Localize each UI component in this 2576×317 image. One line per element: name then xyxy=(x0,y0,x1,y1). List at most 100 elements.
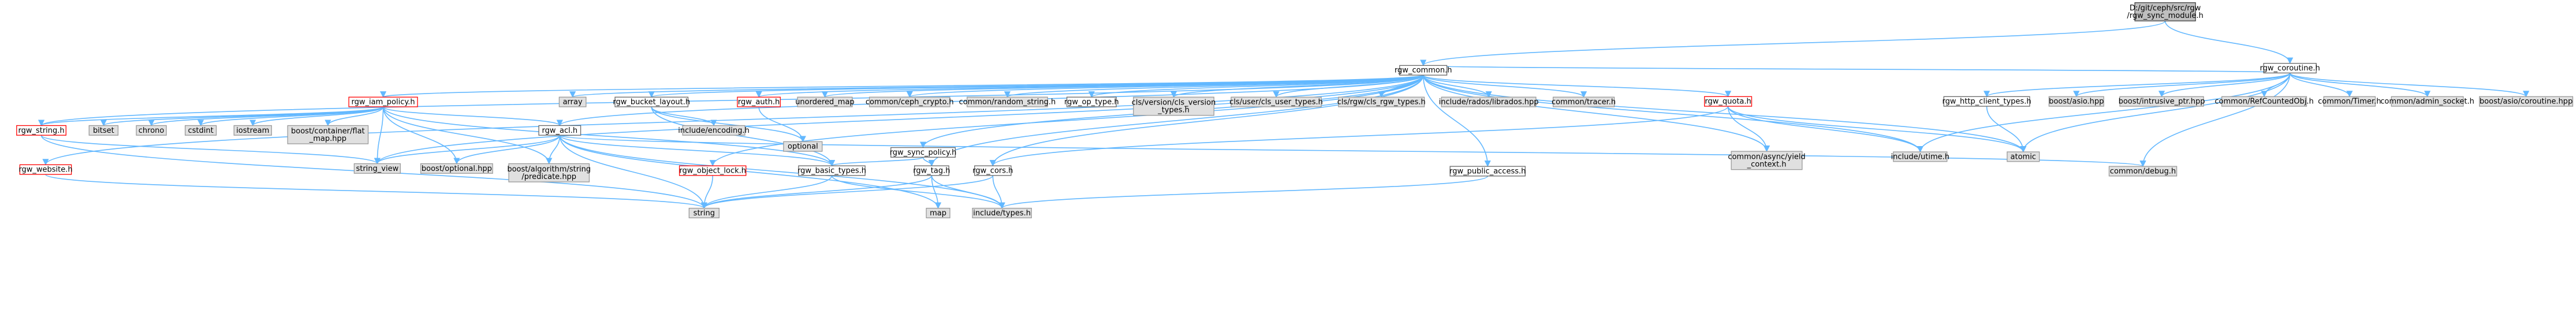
graph-node-http-client-types[interactable]: rgw_http_client_types.h xyxy=(1943,96,2031,107)
node-box xyxy=(1731,151,1803,170)
graph-node-rgw-cors[interactable]: rgw_cors.h xyxy=(972,165,1013,176)
node-label: rgw_string.h xyxy=(18,126,64,135)
node-label: _types.h xyxy=(1157,106,1190,115)
graph-node-cls-version: cls/version/cls_version_types.h xyxy=(1132,96,1216,116)
edge-rgw-common-to-rgw-tag xyxy=(928,75,1424,167)
node-label: array xyxy=(563,98,583,107)
node-label: boost/container/flat xyxy=(291,127,365,136)
node-box xyxy=(420,163,493,174)
graph-node-predicate: boost/algorithm/string/predicate.hpp xyxy=(507,163,591,182)
edge-rgw-coroutine-to-utime xyxy=(1917,73,2291,153)
node-label: string xyxy=(694,209,715,218)
graph-node-ceph-crypto: common/ceph_crypto.h xyxy=(866,96,954,107)
graph-node-cstdint: cstdint xyxy=(184,125,217,136)
node-label: atomic xyxy=(2011,152,2036,161)
node-box xyxy=(2221,96,2307,107)
edge-rgw-public-access-to-include-types xyxy=(998,176,1489,209)
graph-node-rgw-public-access[interactable]: rgw_public_access.h xyxy=(1449,166,1526,177)
edge-rgw-iam-policy-to-predicate xyxy=(382,106,553,165)
graph-node-cls-rgw: cls/rgw/cls_rgw_types.h xyxy=(1337,96,1426,107)
node-box xyxy=(1133,96,1214,116)
edge-rgw-iam-policy-to-rgw-string xyxy=(38,106,384,126)
node-label: boost/asio.hpp xyxy=(2049,98,2104,106)
node-label: cls/user/cls_user_types.h xyxy=(1229,98,1323,107)
edge-rgw-iam-policy-to-cstdint xyxy=(197,106,384,126)
edge-rgw-sync-policy-to-rgw-basic-types xyxy=(829,156,924,167)
graph-node-rgw-acl[interactable]: rgw_acl.h xyxy=(538,125,581,136)
node-box xyxy=(2007,151,2040,162)
node-box xyxy=(614,96,689,107)
graph-node-rgw-website[interactable]: rgw_website.h xyxy=(18,164,73,175)
edge-rgw-iam-policy-to-string-view xyxy=(374,106,384,165)
graph-node-rgw-string[interactable]: rgw_string.h xyxy=(16,125,66,136)
node-box xyxy=(19,164,72,175)
graph-node-rgw-op-type[interactable]: rgw_op_type.h xyxy=(1064,96,1119,107)
graph-node-rgw-iam-policy[interactable]: rgw_iam_policy.h xyxy=(348,96,418,107)
graph-node-chrono: chrono xyxy=(136,125,167,136)
node-box xyxy=(1338,96,1425,107)
node-box xyxy=(797,96,853,107)
node-box xyxy=(88,125,119,136)
edge-root-to-rgw-common xyxy=(1420,20,2166,66)
node-box xyxy=(679,165,747,176)
graph-node-rgw-sync-policy[interactable]: rgw_sync_policy.h xyxy=(890,147,957,158)
node-label: rgw_tag.h xyxy=(913,167,950,176)
node-label: include/encoding.h xyxy=(678,126,750,135)
edge-rgw-common-to-rgw-public-access xyxy=(1422,75,1491,167)
dependency-edges xyxy=(38,20,2529,209)
node-box xyxy=(1399,65,1448,76)
edge-rgw-quota-to-atomic xyxy=(1727,106,2027,153)
graph-node-rgw-object-lock[interactable]: rgw_object_lock.h xyxy=(679,165,747,176)
node-box xyxy=(1552,96,1615,107)
edge-rgw-coroutine-to-admin-socket xyxy=(2289,72,2431,98)
edge-rgw-coroutine-to-timer xyxy=(2289,73,2353,98)
edge-rgw-coroutine-to-boost-asio xyxy=(2073,72,2291,98)
node-label: rgw_auth.h xyxy=(738,98,780,107)
node-label: bitset xyxy=(93,126,114,135)
node-box xyxy=(783,141,823,152)
edge-rgw-acl-to-string-view xyxy=(374,135,561,165)
node-box xyxy=(1449,166,1526,177)
edge-rgw-coroutine-to-atomic xyxy=(2020,73,2291,153)
graph-node-rgw-common[interactable]: rgw_common.h xyxy=(1395,65,1452,76)
graph-node-rgw-tag[interactable]: rgw_tag.h xyxy=(913,165,950,176)
graph-node-root[interactable]: D:/git/ceph/src/rgw/rgw_sync_module.h xyxy=(2127,2,2204,21)
node-label: rgw_coroutine.h xyxy=(2260,64,2320,73)
node-box xyxy=(967,96,1048,107)
edge-rgw-coroutine-to-http-client-types xyxy=(1984,72,2291,98)
edge-rgw-acl-to-rgw-basic-types xyxy=(559,135,835,167)
node-label: boost/asio/coroutine.hpp xyxy=(2480,98,2573,106)
node-label: rgw_object_lock.h xyxy=(679,167,746,176)
graph-nodes: D:/git/ceph/src/rgw/rgw_sync_module.hrgw… xyxy=(16,2,2574,218)
node-label: include/types.h xyxy=(973,209,1031,218)
node-label: rgw_basic_types.h xyxy=(797,167,866,176)
graph-node-librados: include/rados/librados.hpp xyxy=(1439,96,1538,107)
node-box xyxy=(868,96,950,107)
edge-rgw-coroutine-to-debug xyxy=(2139,73,2291,167)
graph-node-rgw-bucket-layout[interactable]: rgw_bucket_layout.h xyxy=(613,96,690,107)
graph-node-rgw-basic-types[interactable]: rgw_basic_types.h xyxy=(797,165,866,176)
graph-node-cls-user: cls/user/cls_user_types.h xyxy=(1229,96,1323,107)
edge-rgw-common-to-tracer xyxy=(1422,74,1587,98)
graph-node-boost-optional: boost/optional.hpp xyxy=(420,163,493,174)
node-box xyxy=(2391,96,2464,107)
graph-node-boost-asio: boost/asio.hpp xyxy=(2048,96,2104,107)
graph-node-rgw-auth[interactable]: rgw_auth.h xyxy=(737,96,781,107)
node-label: /predicate.hpp xyxy=(521,173,576,181)
graph-node-rgw-quota[interactable]: rgw_quota.h xyxy=(1704,96,1753,107)
node-label: common/random_string.h xyxy=(959,98,1056,107)
graph-node-intrusive-ptr: boost/intrusive_ptr.hpp xyxy=(2119,96,2205,107)
node-label: rgw_sync_policy.h xyxy=(890,148,957,157)
node-label: _context.h xyxy=(1747,160,1787,169)
graph-node-rgw-coroutine[interactable]: rgw_coroutine.h xyxy=(2260,63,2320,74)
edge-rgw-acl-to-boost-optional xyxy=(453,135,561,165)
node-label: common/debug.h xyxy=(2110,167,2176,176)
node-box xyxy=(2048,96,2104,107)
node-box xyxy=(2134,2,2196,21)
node-label: include/utime.h xyxy=(1891,152,1949,161)
node-label: D:/git/ceph/src/rgw xyxy=(2130,4,2201,13)
graph-node-refcounted: common/RefCountedObj.h xyxy=(2215,96,2314,107)
edge-rgw-iam-policy-to-flat-map xyxy=(325,106,384,126)
node-box xyxy=(974,165,1012,176)
